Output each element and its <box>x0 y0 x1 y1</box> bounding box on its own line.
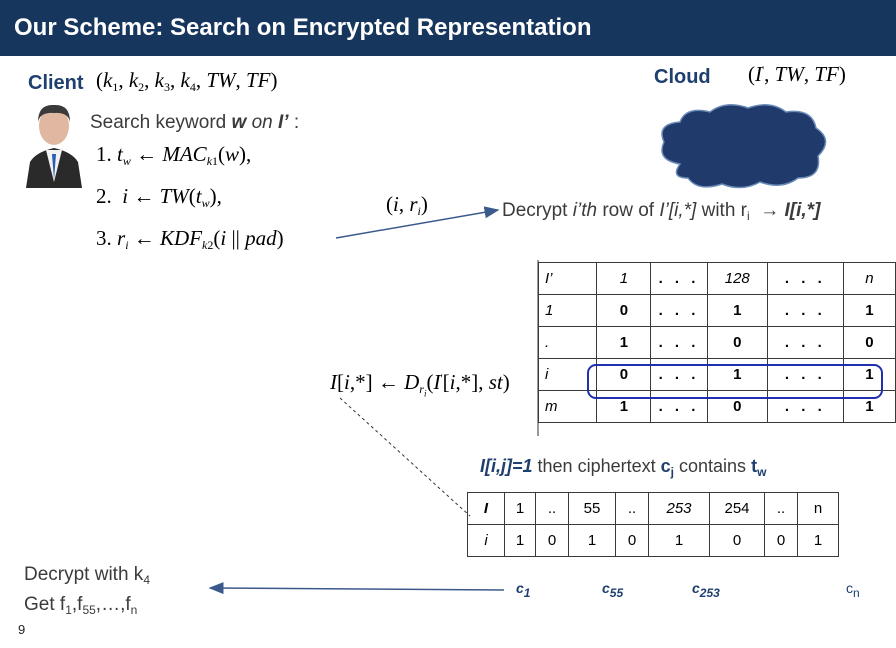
step-3-formula: 3. ri ← KDFk2(i || pad) <box>96 226 284 252</box>
plain-header-cell: 55 <box>568 492 616 525</box>
index-cell: 0 <box>706 390 768 423</box>
plain-cell: 0 <box>709 524 765 557</box>
index-header-cell: I’ <box>537 262 598 295</box>
index-cell: . . . <box>650 326 708 359</box>
index-cell: 0 <box>596 294 652 327</box>
plain-cell: 0 <box>535 524 569 557</box>
cloud-state: (I', TW, TF) <box>748 62 846 86</box>
cloud-label: Cloud <box>654 66 711 88</box>
index-header-cell: 1 <box>596 262 652 295</box>
plain-cell: 0 <box>615 524 649 557</box>
index-row: m 1 . . . 0 . . . 1 <box>537 390 896 423</box>
title-bar: Our Scheme: Search on Encrypted Represen… <box>0 0 896 56</box>
plain-cell: i <box>467 524 505 557</box>
plain-index-table: I 1 .. 55 .. 253 254 .. n i 1 0 1 0 1 0 … <box>467 492 839 557</box>
index-header-row: I’ 1 . . . 128 . . . n <box>537 262 896 295</box>
plain-header-cell: .. <box>764 492 798 525</box>
plain-cell: 1 <box>797 524 839 557</box>
index-cell: 0 <box>596 358 652 391</box>
plain-header-cell: .. <box>615 492 649 525</box>
index-cell: . <box>537 326 598 359</box>
plain-header-cell: .. <box>535 492 569 525</box>
client-label: Client <box>28 72 84 94</box>
plain-row: i 1 0 1 0 1 0 0 1 <box>467 524 839 557</box>
index-cell: . . . <box>766 326 844 359</box>
index-row: . 1 . . . 0 . . . 0 <box>537 326 896 359</box>
dashed-link <box>339 397 471 517</box>
row-highlight <box>587 364 883 399</box>
plain-header-cell: n <box>797 492 839 525</box>
ciphertext-arrow <box>208 582 505 595</box>
query-pair: (i, ri) <box>386 192 428 218</box>
page-number: 9 <box>18 622 26 637</box>
index-cell: 1 <box>706 294 768 327</box>
condition-text: I[i,j]=1 then ciphertext cj contains tw <box>480 456 767 479</box>
ciphertext-cn: cn <box>846 580 860 600</box>
index-header-cell: n <box>842 262 896 295</box>
index-cell: . . . <box>650 358 708 391</box>
client-keys: (k1, k2, k3, k4, TW, TF) <box>96 68 278 94</box>
plain-cell: 1 <box>504 524 536 557</box>
decrypt-row-text: Decrypt i’th row of I’[i,*] with ri → I[… <box>502 200 821 223</box>
index-cell: 0 <box>842 326 896 359</box>
index-header-cell: . . . <box>650 262 708 295</box>
index-cell: 1 <box>537 294 598 327</box>
plain-cell: 0 <box>764 524 798 557</box>
index-header-cell: 128 <box>706 262 768 295</box>
plain-header-cell: I <box>467 492 505 525</box>
index-cell: 1 <box>596 326 652 359</box>
plain-header-cell: 1 <box>504 492 536 525</box>
index-cell: . . . <box>766 358 844 391</box>
index-cell: 0 <box>706 326 768 359</box>
query-arrow <box>335 206 500 239</box>
plain-header-row: I 1 .. 55 .. 253 254 .. n <box>467 492 839 525</box>
index-cell: 1 <box>842 294 896 327</box>
step-1-formula: 1. tw ← MACk1(w), <box>96 142 252 168</box>
index-row: 1 0 . . . 1 . . . 1 <box>537 294 896 327</box>
plain-cell: 1 <box>568 524 616 557</box>
plain-header-cell: 254 <box>709 492 765 525</box>
index-cell: . . . <box>766 390 844 423</box>
ciphertext-c1: c1 <box>516 580 531 600</box>
index-cell: . . . <box>766 294 844 327</box>
index-cell: m <box>537 390 598 423</box>
cloud-icon <box>661 104 827 189</box>
encrypted-index-table: I’ 1 . . . 128 . . . n 1 0 . . . 1 . . .… <box>537 262 896 423</box>
search-keyword-text: Search keyword w on I’ : <box>90 112 300 133</box>
decrypt-with-k4: Decrypt with k4 <box>24 564 150 587</box>
index-cell: 1 <box>596 390 652 423</box>
ciphertext-c253: c253 <box>692 580 720 600</box>
index-cell: . . . <box>650 390 708 423</box>
plain-header-cell: 253 <box>648 492 710 525</box>
plain-cell: 1 <box>648 524 710 557</box>
index-cell: . . . <box>650 294 708 327</box>
ciphertext-c55: c55 <box>602 580 624 600</box>
user-avatar-icon <box>26 104 82 188</box>
slide-title: Our Scheme: Search on Encrypted Represen… <box>14 14 592 41</box>
decrypt-formula: I[i,*] ← Dri(I'[i,*], st) <box>330 370 510 399</box>
step-2-formula: 2. i ← TW(tw), <box>96 184 222 210</box>
index-cell: 1 <box>842 390 896 423</box>
index-header-cell: . . . <box>766 262 844 295</box>
get-files: Get f1,f55,…,fn <box>24 594 138 617</box>
